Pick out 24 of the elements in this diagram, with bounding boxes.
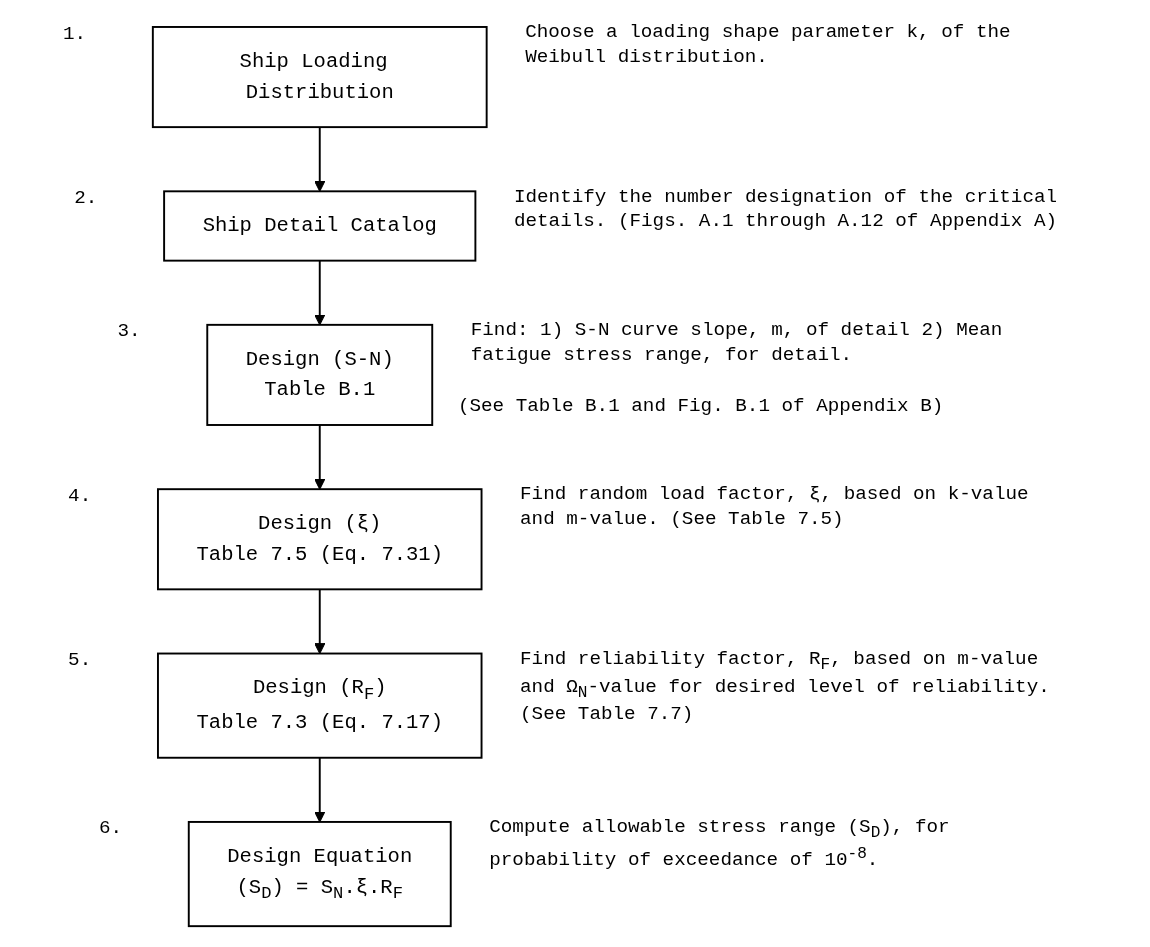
process-box: Ship Detail Catalog: [163, 189, 477, 262]
step-description: (See Table B.1 and Fig. B.1 of Appendix B): [457, 394, 944, 419]
step-description: Find reliability factor, R$_{F}$, based on m-value and Ω$_{N}$-value for desired level of reliability. (See Table 7.7): [520, 647, 1051, 728]
process-box: Design (S-N) Table B.1: [206, 323, 434, 426]
step-description: Choose a loading shape parameter k, of the Weibull distribution.: [525, 21, 1012, 70]
step-number: 5.: [68, 649, 92, 673]
process-box: Design (ξ) Table 7.5 (Eq. 7.31): [157, 487, 483, 590]
step-description: Compute allowable stress range (S$_{D}$), for probability of exceedance of 10$^{-8}$.: [489, 816, 951, 874]
step-number: 3.: [117, 320, 141, 345]
step-description: Identify the number designation of the critical details. (Figs. A.1 through A.12 of Appendix A): [513, 185, 1059, 234]
process-box: Design Equation (S$_{D}$) = S$_{N}$.ξ.R$_{F}$: [187, 820, 452, 927]
step-number: 1.: [62, 22, 87, 47]
step-description: Find random load factor, ξ, based on k-value and m-value. (See Table 7.5): [520, 483, 1030, 532]
step-description: Find: 1) S-N curve slope, m, of detail 2) Mean fatigue stress range, for detail.: [470, 319, 1004, 368]
arrow: [314, 259, 326, 325]
arrow: [314, 587, 326, 654]
arrow: [314, 423, 326, 490]
process-box: Ship Loading Distribution: [151, 25, 488, 128]
arrow: [314, 756, 326, 822]
step-number: 4.: [68, 484, 92, 509]
step-number: 6.: [98, 817, 123, 842]
step-number: 2.: [74, 186, 98, 211]
arrow: [314, 125, 326, 192]
process-box: Design (R$_{F}$) Table 7.3 (Eq. 7.17): [157, 652, 483, 759]
